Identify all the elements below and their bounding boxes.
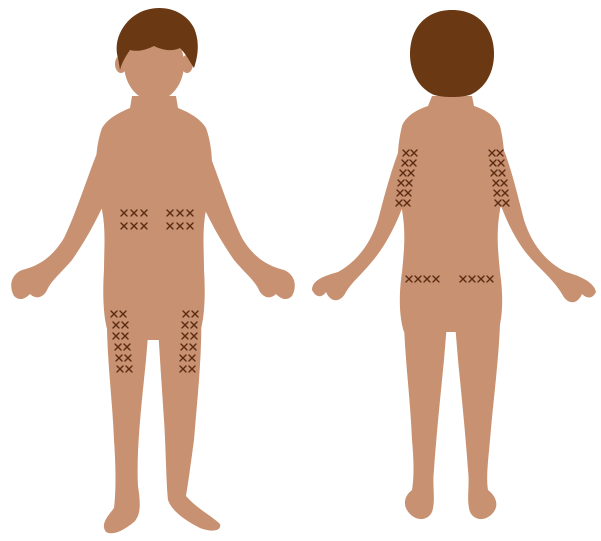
back-left-arm bbox=[312, 122, 412, 300]
back-hair bbox=[410, 10, 494, 97]
front-torso bbox=[96, 96, 212, 340]
front-view-figure bbox=[11, 8, 295, 533]
back-view-figure bbox=[312, 10, 596, 519]
back-torso bbox=[398, 96, 505, 332]
back-right-arm bbox=[490, 122, 596, 302]
